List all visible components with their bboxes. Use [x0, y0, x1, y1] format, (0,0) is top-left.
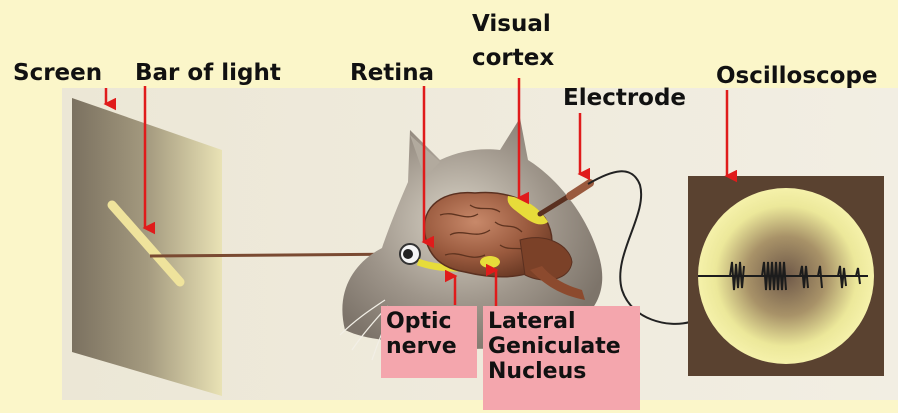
label-lgn-line2: Geniculate: [488, 334, 635, 359]
label-optic-nerve: Optic nerve: [381, 306, 477, 378]
label-lgn-line3: Nucleus: [488, 359, 635, 384]
lgn-icon: [480, 256, 500, 268]
cat-pupil-icon: [403, 249, 413, 259]
label-visual-cortex-line1: Visual: [472, 11, 551, 37]
label-optic-nerve-line1: Optic: [386, 309, 472, 334]
label-lgn: Lateral Geniculate Nucleus: [483, 306, 640, 410]
label-electrode: Electrode: [563, 85, 686, 111]
label-optic-nerve-line2: nerve: [386, 334, 472, 359]
label-retina: Retina: [350, 60, 434, 86]
label-screen: Screen: [13, 60, 102, 86]
label-bar-of-light: Bar of light: [135, 60, 281, 86]
label-visual-cortex-line2: cortex: [472, 45, 554, 71]
label-oscilloscope: Oscilloscope: [716, 63, 878, 89]
label-lgn-line1: Lateral: [488, 309, 635, 334]
